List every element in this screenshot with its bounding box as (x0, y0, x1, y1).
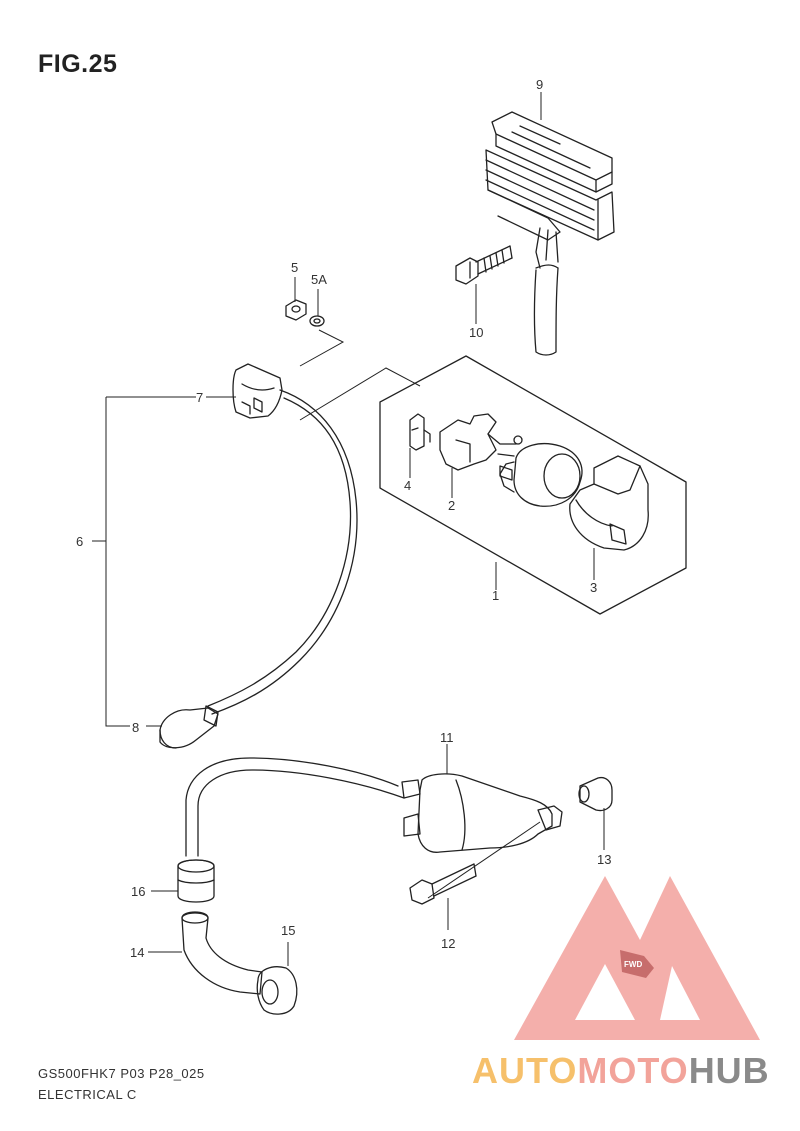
clip-4 (409, 413, 431, 451)
regulator-rectifier (485, 111, 615, 356)
figure-code: GS500FHK7 P03 P28_025 (38, 1066, 205, 1081)
nut-5 (285, 299, 307, 321)
seal-16 (177, 859, 215, 903)
plug-cap-14 (181, 911, 263, 995)
callout-11: 11 (440, 730, 454, 745)
callout-14: 14 (130, 945, 144, 960)
coil-cord (185, 757, 405, 857)
callout-13: 13 (597, 852, 611, 867)
callout-4: 4 (404, 478, 411, 493)
sleeve-13 (578, 776, 613, 812)
callout-16: 16 (131, 884, 145, 899)
brand-part-c: HUB (688, 1050, 770, 1091)
switch-cover-3 (569, 455, 649, 551)
key-parts (499, 435, 523, 481)
lock-cylinder (499, 443, 583, 507)
bolt-10 (455, 245, 513, 285)
plug-cap-7 (232, 363, 283, 419)
bolt-12 (409, 863, 477, 905)
callout-5: 5 (291, 260, 298, 275)
figure-section: ELECTRICAL C (38, 1087, 137, 1102)
brand-part-b: MOTO (577, 1050, 689, 1091)
callout-9: 9 (536, 77, 543, 92)
callout-2: 2 (448, 498, 455, 513)
callout-7: 7 (196, 390, 203, 405)
callout-3: 3 (590, 580, 597, 595)
washer-5A (309, 315, 325, 327)
callout-6: 6 (76, 534, 83, 549)
ignition-coil-11 (401, 773, 563, 853)
watermark-badge: FWD (624, 960, 642, 969)
callout-10: 10 (469, 325, 483, 340)
figure-title: FIG.25 (38, 50, 118, 78)
plug-boot-8 (159, 705, 219, 749)
ht-cord-6 (207, 389, 358, 715)
watermark-brand: AUTOMOTOHUB (472, 1050, 770, 1092)
leader-lines (92, 92, 605, 966)
callout-15: 15 (281, 923, 295, 938)
switch-group-box (379, 355, 687, 615)
brand-part-a: AUTO (472, 1050, 578, 1091)
callout-1: 1 (492, 588, 499, 603)
boot-15 (256, 966, 298, 1015)
callout-8: 8 (132, 720, 139, 735)
callout-labels: 9 10 5 5A 7 6 8 4 2 3 1 11 12 13 16 14 1… (76, 77, 611, 960)
switch-body-2 (439, 413, 517, 471)
callout-5A: 5A (311, 272, 327, 287)
callout-12: 12 (441, 936, 455, 951)
watermark-logo-icon: FWD (514, 876, 760, 1040)
